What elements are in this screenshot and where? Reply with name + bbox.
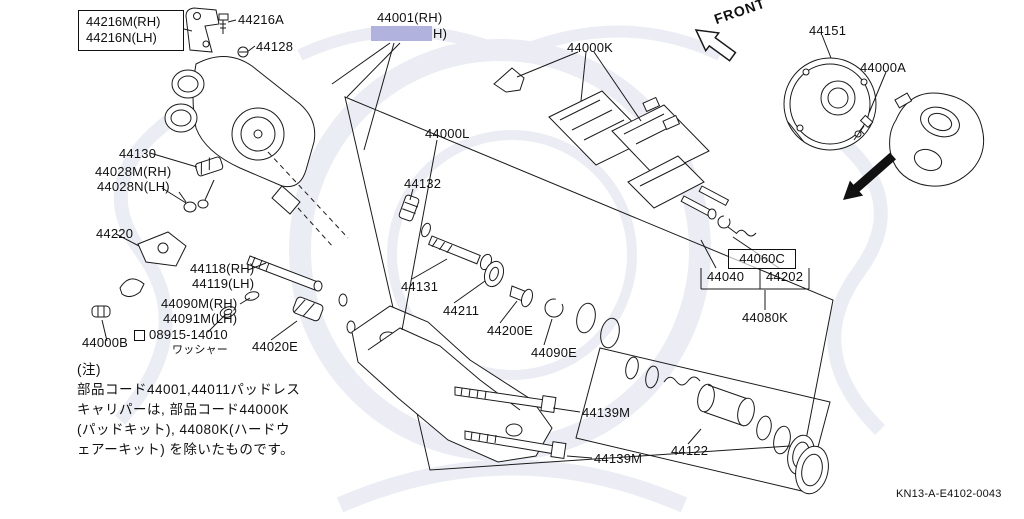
slide-pin-44131-drawing (427, 235, 493, 271)
part-label-44000a: 44000A (860, 60, 907, 75)
screw-44128-drawing (237, 46, 249, 58)
part-label-44216m-rh: 44216M(RH) (86, 14, 161, 29)
boot-44132-drawing (398, 194, 431, 238)
front-arrow-icon (694, 29, 737, 62)
selected-part-highlight (371, 26, 432, 41)
part-label-44000b: 44000B (82, 335, 129, 350)
washer-symbol-icon (134, 330, 145, 341)
washer-44211-drawing (483, 260, 505, 288)
part-label-44011-lh-partial: H) (433, 26, 448, 41)
washer-japanese-label: ワッシャー (172, 344, 228, 356)
bracket-44216-drawing (185, 7, 220, 53)
part-label-44040: 44040 (707, 269, 745, 284)
footnote-line-2: 部品コード44001,44011パッドレス (77, 382, 301, 397)
part-label-44118-rh: 44118(RH) (190, 261, 255, 276)
bolt-44139m-drawing-1 (454, 386, 557, 413)
slide-pin-44118-drawing (246, 255, 323, 292)
part-label-44211: 44211 (443, 303, 480, 318)
part-44130-drawing (195, 156, 224, 177)
bolt-44000a-drawing (853, 114, 874, 141)
part-label-44130: 44130 (119, 146, 157, 161)
part-label-44060c: 44060C (739, 251, 785, 266)
part-label-44020e: 44020E (252, 339, 299, 354)
part-label-44028n-lh: 44028N(LH) (97, 179, 170, 194)
part-label-44028m-rh: 44028M(RH) (95, 164, 172, 179)
seal-rings-drawing (576, 302, 620, 349)
part-label-44128: 44128 (256, 39, 294, 54)
piston-kit-parts-drawing (625, 356, 829, 495)
part-label-44216n-lh: 44216N(LH) (86, 30, 157, 45)
part-label-44202: 44202 (766, 269, 804, 284)
part-44028-drawing (178, 191, 197, 213)
pad-kit-drawing (493, 67, 710, 209)
part-label-08915-14010: 08915-14010 (149, 327, 228, 342)
torque-member-44000l-drawing (351, 305, 553, 463)
part-label-44139m-2: 44139M (594, 451, 643, 466)
part-label-44119-lh: 44119(LH) (192, 276, 255, 291)
footnote-line-3: キャリパーは, 部品コード44000K (77, 402, 290, 417)
part-label-44080k: 44080K (742, 310, 789, 325)
screw-44216a-drawing (218, 13, 229, 34)
footnote-block: (注) 部品コード44001,44011パッドレス キャリパーは, 部品コード4… (77, 360, 300, 460)
part-44000b-drawing (91, 305, 111, 318)
bolt-44139m-drawing-2 (464, 430, 567, 459)
part-label-44151: 44151 (809, 23, 847, 38)
assembly-direction-arrow-icon (843, 152, 896, 200)
diagram-code: KN13-A-E4102-0043 (896, 488, 1002, 500)
part-label-box-44216: 44216M(RH) 44216N(LH) (78, 10, 184, 51)
part-label-44090e: 44090E (531, 345, 578, 360)
part-label-44000k: 44000K (567, 40, 614, 55)
boot-44200e-drawing (509, 285, 534, 308)
part-label-44131: 44131 (401, 279, 439, 294)
part-label-box-44060c: 44060C (728, 249, 796, 269)
footnote-line-1: (注) (77, 362, 101, 377)
part-label-44216a: 44216A (238, 12, 285, 27)
bushing-44020e-drawing (292, 293, 356, 334)
assembled-caliper-drawing (889, 92, 985, 187)
caliper-assembly-drawing (164, 56, 349, 249)
part-label-44090m-rh: 44090M(RH) (161, 296, 238, 311)
part-label-44220: 44220 (96, 226, 134, 241)
footnote-line-5: ェアーキット) を除いたものです。 (77, 442, 295, 457)
part-label-44200e: 44200E (487, 323, 534, 338)
part-label-44001-rh: 44001(RH) (377, 10, 443, 25)
part-label-44122: 44122 (671, 443, 709, 458)
snap-ring-44090e-drawing (544, 298, 564, 318)
pad-hardware-drawing (680, 185, 757, 237)
part-44220-drawing (119, 231, 260, 318)
dust-shield-44151-drawing (783, 57, 877, 151)
footnote-line-4: (パッドキット), 44080K(ハードウ (77, 422, 291, 437)
part-label-44139m-1: 44139M (582, 405, 631, 420)
part-label-44000l: 44000L (425, 126, 470, 141)
part-label-44132: 44132 (404, 176, 442, 191)
part-label-44091m-lh: 44091M(LH) (163, 311, 238, 326)
